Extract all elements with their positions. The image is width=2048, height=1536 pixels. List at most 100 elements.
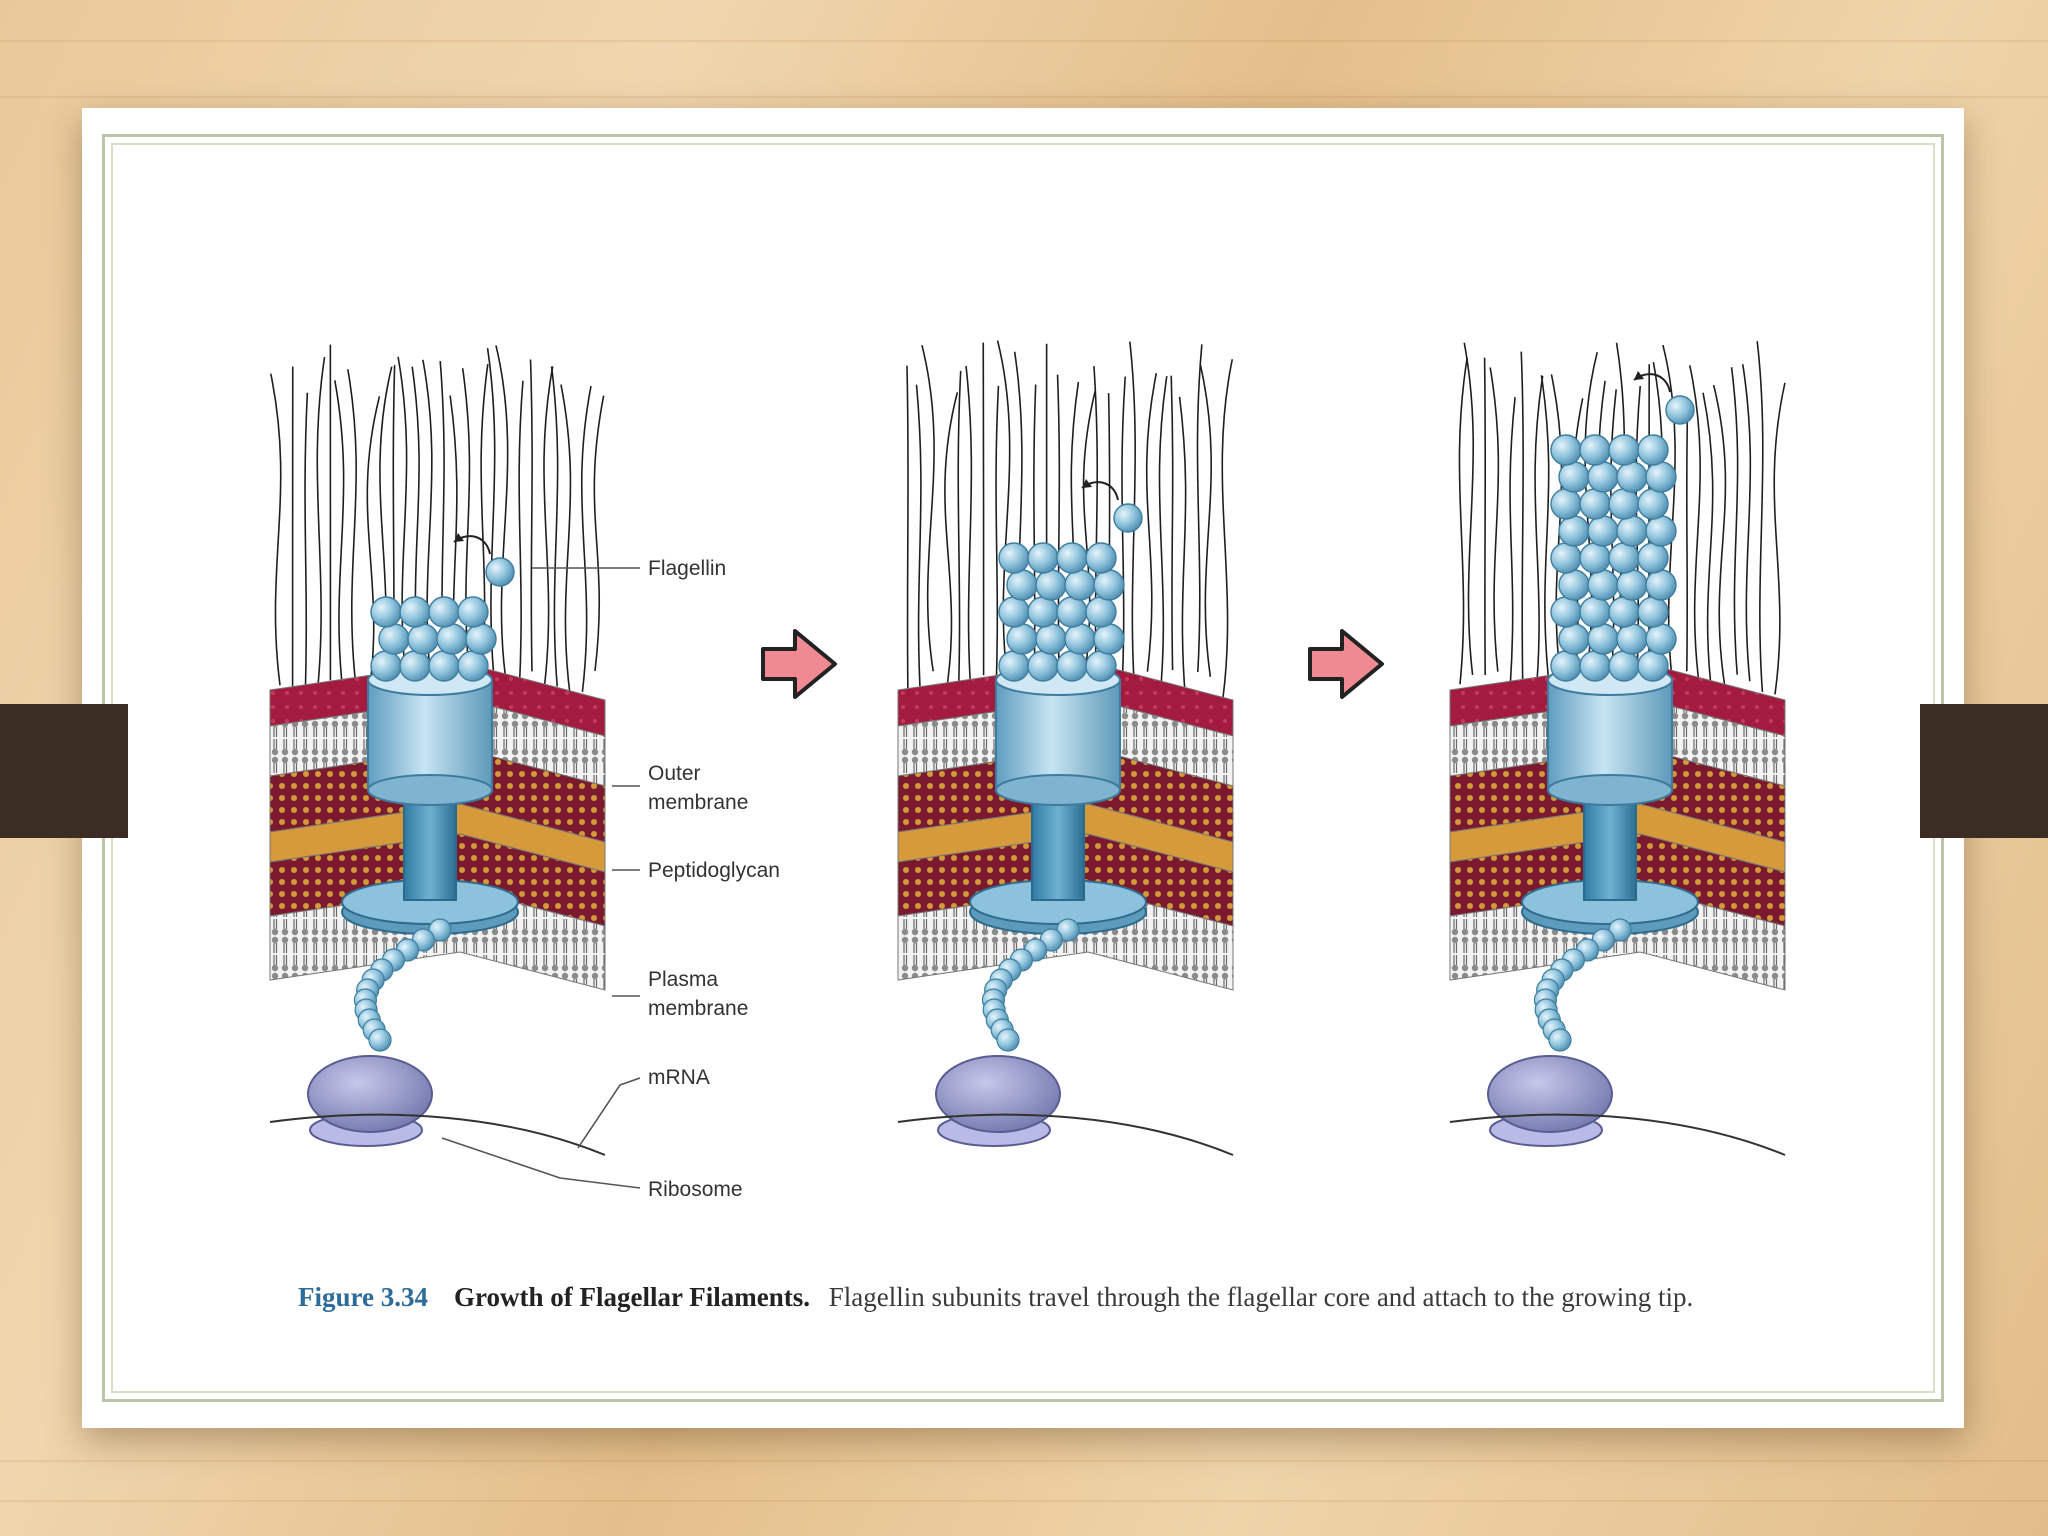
flagellin-subunit [378, 623, 410, 655]
hook-cylinder [367, 679, 493, 791]
fimbria-line [906, 365, 909, 700]
free-flagellin-subunit [1665, 395, 1695, 425]
fimbria-line [1540, 375, 1550, 677]
flagellin-subunit [1608, 434, 1640, 466]
flagellin-subunit [1587, 515, 1619, 547]
fimbria-line [347, 369, 357, 684]
flagellin-subunit [1006, 569, 1038, 601]
fimbria-line [1712, 384, 1727, 686]
fimbria-line [461, 368, 471, 674]
flagellin-subunit [998, 542, 1030, 574]
mrna-strand [269, 1113, 606, 1156]
flagellin-subunit [1550, 650, 1582, 682]
fimbria-line [1221, 359, 1234, 698]
flagellin-subunit [399, 650, 431, 682]
ribosome-large-subunit [1487, 1055, 1613, 1133]
fimbria-line [1170, 375, 1174, 671]
flagellin-subunit [1608, 542, 1640, 574]
flagellin-subunit [1558, 461, 1590, 493]
caption-figure-number: Figure 3.34 [298, 1282, 428, 1312]
hook-bottom [995, 774, 1121, 806]
fimbria-line [1093, 366, 1099, 696]
flagellin-subunit [1579, 596, 1611, 628]
ribosome-large-subunit [935, 1055, 1061, 1133]
flagellin-subunit [1579, 434, 1611, 466]
fimbria-line [495, 345, 509, 687]
flagellin-subunit [1550, 488, 1582, 520]
fimbria-line [1773, 382, 1786, 695]
fimbria-line [543, 366, 554, 686]
fimbria-line [518, 380, 524, 688]
fimbria-line [1520, 351, 1524, 696]
fimbria-line [1178, 396, 1187, 696]
caption-text: Flagellin subunits travel through the fl… [828, 1282, 1694, 1312]
flagellin-subunit [1579, 542, 1611, 574]
flagellin-subunit [1056, 596, 1088, 628]
ribosome-large-subunit [307, 1055, 433, 1133]
hook-cylinder [1547, 679, 1673, 791]
fimbria-line [965, 365, 973, 695]
nascent-flagellin-bead [368, 1028, 392, 1052]
fimbriae [1458, 341, 1786, 698]
fimbria-line [1158, 376, 1168, 698]
hook-cylinder [995, 679, 1121, 791]
flagellin-subunit [1056, 650, 1088, 682]
fimbria-line [269, 373, 282, 686]
flagellin-subunit [1637, 434, 1669, 466]
fimbria-line [304, 392, 309, 698]
fimbria-line [1534, 375, 1544, 698]
flagellin-subunit [1085, 542, 1117, 574]
fimbria-line [529, 359, 533, 672]
flagellin-subunit [1085, 596, 1117, 628]
fimbria-line [560, 384, 572, 693]
flagellin-subunit [1637, 650, 1669, 682]
right-arrow-icon [761, 629, 837, 699]
flagellin-subunit [998, 596, 1030, 628]
fimbria-line [550, 366, 559, 687]
basal-rod [1583, 789, 1637, 901]
basal-rod [403, 789, 457, 901]
flagellin-subunit [1637, 542, 1669, 574]
hook-bottom [1547, 774, 1673, 806]
flagellin-subunit [1616, 515, 1648, 547]
flagellin-subunit [1616, 461, 1648, 493]
fimbria-line [1458, 357, 1468, 685]
fimbria-line [334, 380, 345, 694]
flagellin-subunit [1006, 623, 1038, 655]
fimbria-line [1033, 384, 1037, 694]
ribosome-label: Ribosome [648, 1178, 743, 1201]
fimbria-line [944, 392, 959, 695]
right-arrow-icon [1308, 629, 1384, 699]
outer-membrane-label-line1: Outer [648, 762, 701, 785]
flagellin-label: Flagellin [648, 557, 726, 580]
fimbria-line [995, 385, 1000, 688]
caption-title: Growth of Flagellar Filaments. [454, 1282, 810, 1312]
flagellin-subunit [1587, 461, 1619, 493]
flagellin-subunit [457, 650, 489, 682]
flagellin-subunit [370, 596, 402, 628]
flagellin-subunit [1558, 515, 1590, 547]
fimbria-line [957, 370, 962, 697]
fimbria-line [1196, 344, 1203, 673]
nascent-flagellin-bead [1548, 1028, 1572, 1052]
stage-arrow-2 [1308, 629, 1384, 699]
flagellin-subunit [1027, 542, 1059, 574]
flagellin-subunit [1093, 569, 1125, 601]
travel-arrow-head [454, 533, 464, 542]
fimbria-line [1483, 357, 1487, 675]
flagellin-subunit [1616, 569, 1648, 601]
fimbria-line [580, 385, 592, 692]
flagellin-subunit [1587, 569, 1619, 601]
fimbria-line [1741, 364, 1752, 682]
peptidoglycan-label: Peptidoglycan [648, 859, 780, 882]
fimbria-line [1702, 392, 1714, 695]
flagellin-subunit [1027, 650, 1059, 682]
left-side-tab [0, 704, 128, 838]
flagellin-subunit [1579, 488, 1611, 520]
stage-2-panel [897, 340, 1234, 1156]
flagellin-subunit [1027, 596, 1059, 628]
travel-arrow-head [1634, 371, 1644, 380]
fimbria-line [593, 395, 605, 672]
flagellin-subunit [1093, 623, 1125, 655]
